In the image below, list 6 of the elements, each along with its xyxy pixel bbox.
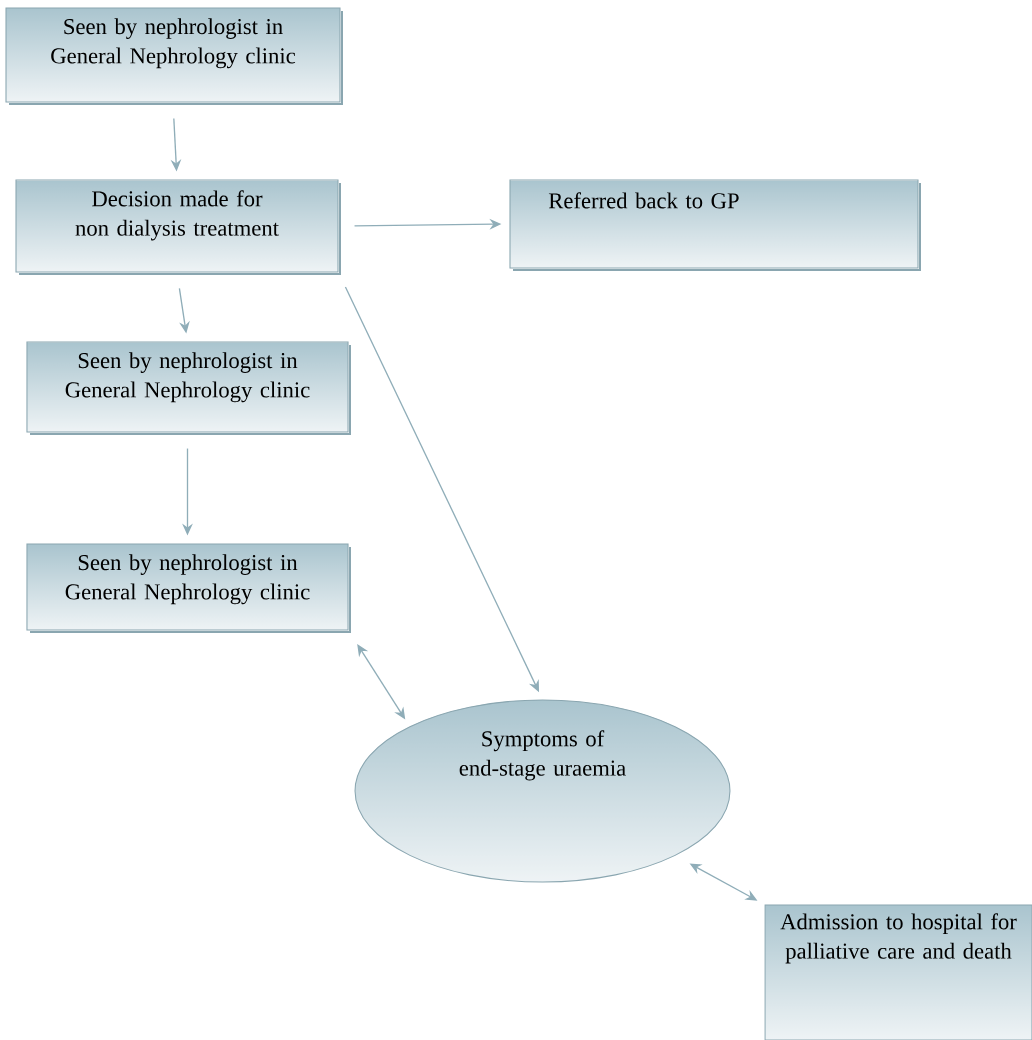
process-box: Referred back to GP <box>509 179 921 271</box>
process-box: Decision made for non dialysis treatment <box>15 179 341 275</box>
process-box: Admission to hospital for palliative care and death <box>764 904 1032 1040</box>
process-box: Seen by nephrologist in General Nephrology clinic <box>5 7 343 105</box>
process-box: Seen by nephrologist in General Nephrology clinic <box>26 543 351 633</box>
process-box: Seen by nephrologist in General Nephrology clinic <box>26 341 351 435</box>
